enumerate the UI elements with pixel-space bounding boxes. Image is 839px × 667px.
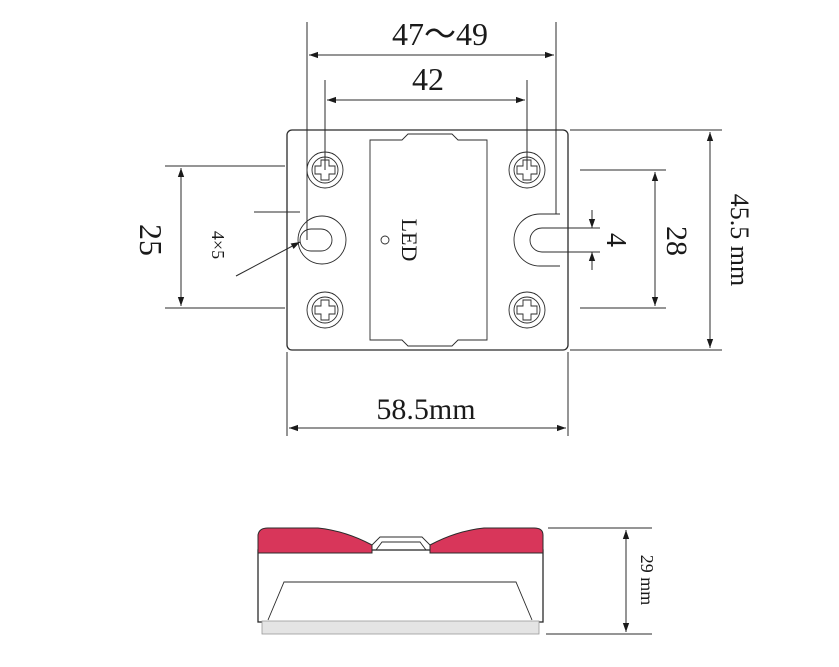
led-label: LED xyxy=(397,219,422,262)
led-panel xyxy=(369,133,488,347)
side-base-strip xyxy=(261,620,540,635)
dimension-thickness: 29 mm xyxy=(546,527,657,635)
side-top-cover-right xyxy=(429,527,544,554)
dimension-slot-width: 4 xyxy=(544,210,631,270)
dimension-height: 45.5 mm xyxy=(570,129,754,351)
side-top-bridge-inner xyxy=(375,541,427,551)
hole-size-label: 4×5 xyxy=(208,231,228,259)
side-inner-profile xyxy=(267,581,533,621)
dimension-slot-spacing: 25 xyxy=(133,165,285,309)
screw-spacing-label: 28 xyxy=(660,226,693,256)
dimension-hole-size: 4×5 xyxy=(208,211,301,277)
side-view: 29 mm xyxy=(257,527,657,635)
top-view: LED xyxy=(133,16,754,436)
dimension-width-range: 47～49 xyxy=(306,16,557,240)
thickness-label: 29 mm xyxy=(637,555,657,606)
right-mounting-slot xyxy=(513,213,560,267)
slot-spacing-label: 25 xyxy=(133,224,169,256)
relay-body-outline xyxy=(286,129,569,351)
screw-bottom-right xyxy=(508,291,546,329)
slot-width-label: 4 xyxy=(600,233,631,247)
left-mounting-hole xyxy=(297,215,347,265)
dimension-mount-spacing: 42 xyxy=(324,61,528,170)
led-indicator xyxy=(380,235,390,245)
height-label: 45.5 mm xyxy=(725,194,754,286)
screw-bottom-left xyxy=(306,291,344,329)
width-label: 58.5mm xyxy=(376,393,475,426)
width-range-label: 47～49 xyxy=(392,16,488,52)
side-body xyxy=(257,549,544,623)
side-top-bridge xyxy=(371,536,431,546)
side-top-cover-left xyxy=(257,527,373,554)
mount-spacing-label: 42 xyxy=(412,61,444,97)
dimension-width: 58.5mm xyxy=(286,352,569,436)
dimension-screw-spacing: 28 xyxy=(580,169,693,309)
